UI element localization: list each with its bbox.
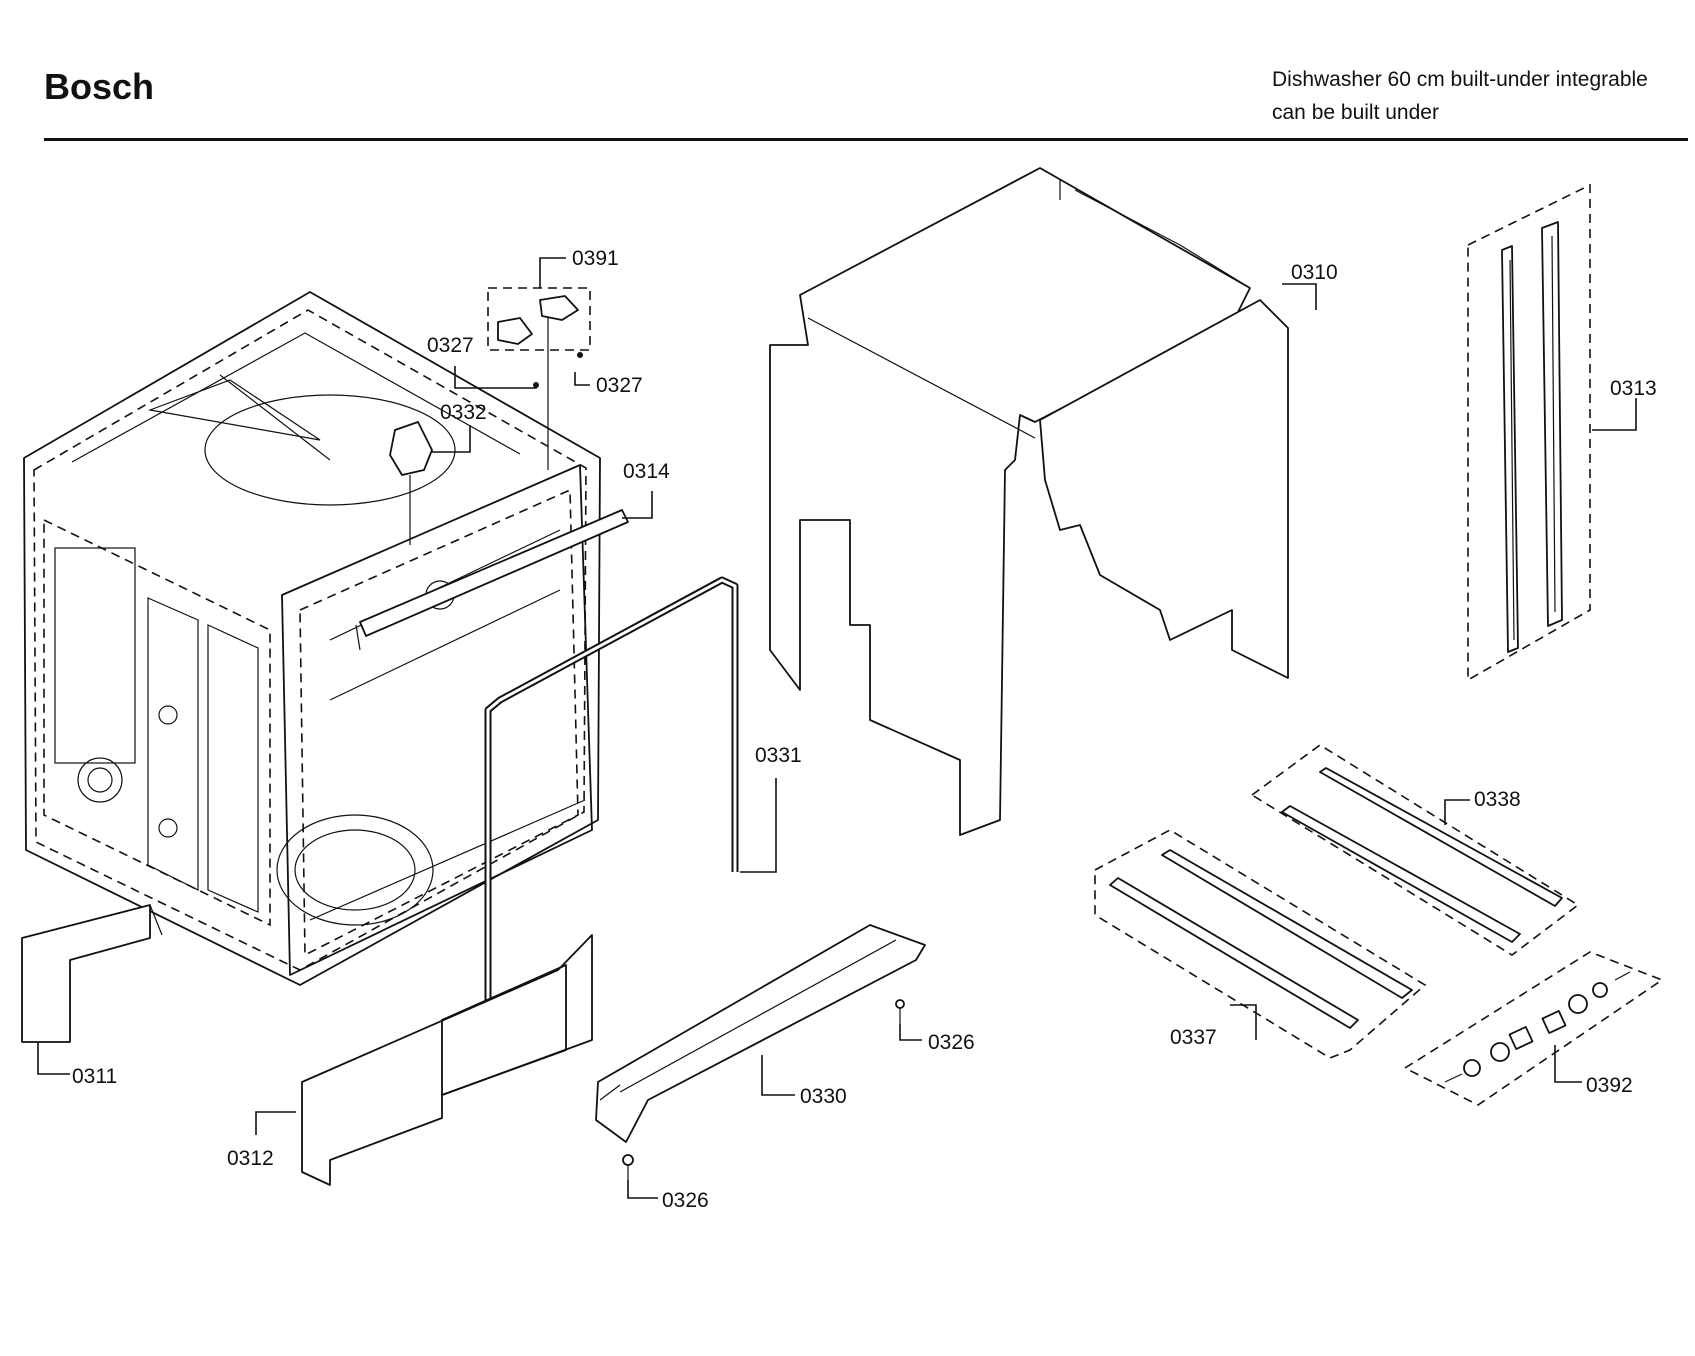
- label-0326-b: 0326: [662, 1189, 709, 1212]
- brand-logo-text: Bosch: [44, 66, 155, 107]
- part-0331-door-gasket: [484, 576, 739, 1015]
- label-0337: 0337: [1170, 1026, 1217, 1049]
- label-0331: 0331: [755, 744, 802, 767]
- label-0338: 0338: [1474, 788, 1521, 811]
- label-0310: 0310: [1291, 261, 1338, 284]
- label-0392: 0392: [1586, 1074, 1633, 1097]
- part-0338-rail-set: [1250, 744, 1580, 956]
- label-0332: 0332: [440, 401, 487, 424]
- part-0330-kick-bracket: [595, 924, 926, 1143]
- label-0330: 0330: [800, 1085, 847, 1108]
- label-0327-a: 0327: [427, 334, 474, 357]
- model-description-line2: can be built under: [1272, 101, 1439, 124]
- part-labels: 0391 0327 0327 0332 0314 0310 0313 0331 …: [72, 247, 1657, 1212]
- header-divider: [44, 138, 1688, 141]
- screw-0326-upper: [895, 999, 905, 1024]
- label-0326-a: 0326: [928, 1031, 975, 1054]
- model-description-line1: Dishwasher 60 cm built-under integrable: [1272, 68, 1648, 91]
- part-0312-base-panel: [301, 934, 593, 1186]
- part-0391-hinge-kit: [487, 287, 591, 470]
- part-0313-trim-strips: [1467, 183, 1591, 682]
- part-0332-hinge-bracket: [389, 421, 433, 545]
- label-0313: 0313: [1610, 377, 1657, 400]
- part-0314-rail: [355, 509, 629, 651]
- part-0311-side-panel: [21, 904, 163, 1043]
- label-0327-b: 0327: [596, 374, 643, 397]
- leader-lines: [37, 257, 1637, 1199]
- part-0392-fastener-kit: [1403, 951, 1664, 1106]
- label-0391: 0391: [572, 247, 619, 270]
- dishwasher-tub-frame: [23, 291, 601, 986]
- part-0310-insulation-cover: [769, 167, 1289, 836]
- label-0314: 0314: [623, 460, 670, 483]
- part-0337-rail-set: [1094, 829, 1427, 1059]
- label-0311: 0311: [72, 1065, 117, 1088]
- label-0312: 0312: [227, 1147, 274, 1170]
- screw-0326-lower: [622, 1154, 634, 1180]
